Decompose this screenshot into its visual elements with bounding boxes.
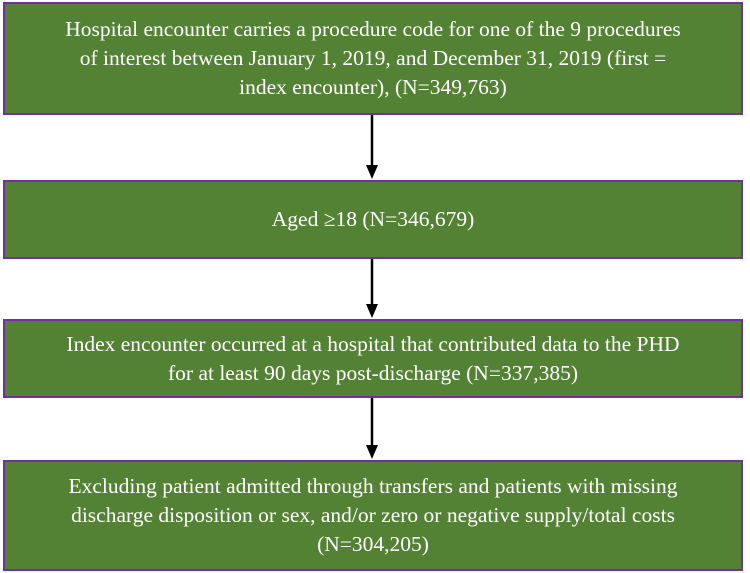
arrow-down-1 xyxy=(366,115,378,179)
step-2-box: Aged ≥18 (N=346,679) xyxy=(3,180,743,259)
step-1-line-3: index encounter), (N=349,763) xyxy=(239,75,507,99)
step-3-line-1: Index encounter occurred at a hospital t… xyxy=(66,331,680,356)
step-2-text: Aged ≥18 (N=346,679) xyxy=(272,205,474,234)
step-4-box: Excluding patient admitted through trans… xyxy=(3,460,743,571)
step-2-line-1: Aged ≥18 (N=346,679) xyxy=(271,207,475,231)
step-1-box: Hospital encounter carries a procedure c… xyxy=(3,2,743,115)
step-4-line-1: Excluding patient admitted through trans… xyxy=(68,474,678,498)
step-4-line-2: discharge disposition or sex, and/or zer… xyxy=(71,503,675,527)
step-3-line-2: for at least 90 days post-discharge (N=3… xyxy=(168,360,578,385)
step-3-text: Index encounter occurred at a hospital t… xyxy=(66,330,679,388)
step-4-line-3: (N=304,205) xyxy=(317,532,429,556)
step-4-text: Excluding patient admitted through trans… xyxy=(68,472,677,559)
step-1-line-1: Hospital encounter carries a procedure c… xyxy=(65,17,681,41)
arrow-down-2 xyxy=(366,259,378,318)
step-1-text: Hospital encounter carries a procedure c… xyxy=(65,15,680,102)
step-1-line-2: of interest between January 1, 2019, and… xyxy=(79,46,667,70)
step-3-box: Index encounter occurred at a hospital t… xyxy=(3,319,743,398)
arrow-down-3 xyxy=(366,398,378,459)
